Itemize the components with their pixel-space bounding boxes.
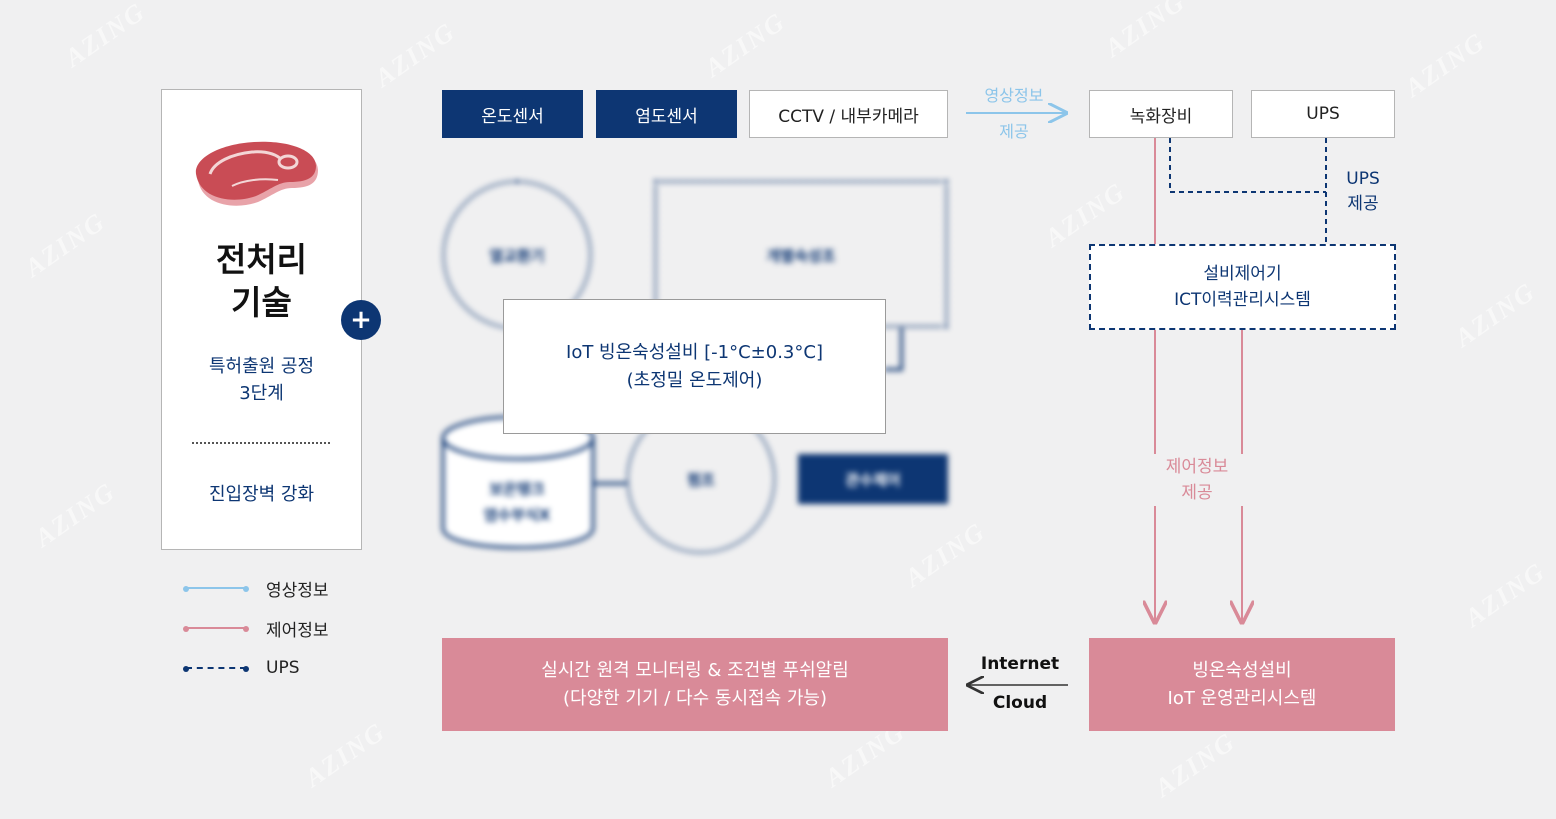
brine-tank [441, 415, 595, 549]
cctv-box: CCTV / 내부카메라 [749, 90, 948, 138]
legend-control: 제어정보 [183, 616, 329, 641]
legend-video: 영상정보 [183, 576, 329, 601]
recorder-box: 녹화장비 [1089, 90, 1233, 138]
patent-line: 특허출원 공정 [208, 356, 315, 377]
monitor-line: 실시간 원격 모니터링 & 조건별 푸쉬알림 [541, 659, 849, 681]
monitoring-box: 실시간 원격 모니터링 & 조건별 푸쉬알림 (다양한 기기 / 다수 동시접속… [442, 638, 948, 731]
monitor-line: (다양한 기기 / 다수 동시접속 가능) [563, 687, 827, 709]
iot-system-line: IoT 운영관리시스템 [1167, 687, 1317, 709]
video-label: 제공 [999, 122, 1029, 141]
watering-control: 관수제어 [798, 454, 948, 504]
ups-box: UPS [1251, 90, 1395, 138]
controller-box: 설비제어기 ICT이력관리시스템 [1089, 244, 1396, 330]
cloud-label: Cloud [992, 693, 1048, 713]
legend-line [183, 666, 249, 672]
pipe [900, 328, 903, 370]
control-label-line: 제어정보 [1165, 457, 1229, 477]
title-line: 기술 [231, 283, 292, 322]
patent-text: 특허출원 공정 3단계 [162, 352, 361, 408]
tank-label-line: 보온탱크 [489, 480, 545, 498]
ups-label-line: UPS [1346, 169, 1380, 189]
iot-line: IoT 빙온숙성설비 [-1°C±0.3°C] [566, 341, 823, 363]
legend-line [183, 626, 249, 632]
temp-sensor-box: 온도센서 [442, 90, 583, 138]
iot-system-box: 빙온숙성설비 IoT 운영관리시스템 [1089, 638, 1395, 731]
iot-aging-box: IoT 빙온숙성설비 [-1°C±0.3°C] (초정밀 온도제어) [503, 299, 886, 434]
control-label-line: 제공 [1181, 483, 1213, 503]
video-label: 영상정보 [984, 86, 1044, 105]
pretreatment-card: 전처리 기술 특허출원 공정 3단계 진입장벽 강화 [161, 89, 362, 550]
control-label: 제어정보 제공 [1150, 454, 1244, 506]
meat-icon [195, 141, 318, 206]
ups-label: UPS 제공 [1334, 166, 1392, 218]
iot-system-line: 빙온숙성설비 [1192, 659, 1292, 681]
legend-label: 제어정보 [266, 620, 329, 641]
internet-label: Internet [980, 654, 1060, 674]
title-line: 전처리 [215, 240, 308, 279]
plus-icon: + [341, 300, 381, 340]
ups-dashed-line [1169, 138, 1326, 193]
legend-line [183, 586, 249, 592]
pipe [884, 368, 903, 371]
legend-label: UPS [266, 658, 300, 678]
pipe [594, 482, 628, 485]
barrier-text: 진입장벽 강화 [208, 484, 315, 505]
legend-label: 영상정보 [266, 580, 329, 601]
brine-tank-label: 보온탱크 염수부식X [442, 474, 592, 530]
divider [192, 442, 330, 444]
iot-line: (초정밀 온도제어) [626, 369, 763, 391]
controller-line: 설비제어기 [1203, 264, 1282, 284]
salt-sensor-box: 염도센서 [596, 90, 737, 138]
tank-label-line: 염수부식X [483, 506, 551, 524]
controller-line: ICT이력관리시스템 [1174, 290, 1311, 310]
legend-ups: UPS [183, 656, 300, 680]
card-title: 전처리 기술 [162, 236, 361, 326]
patent-line: 3단계 [239, 383, 284, 404]
ups-label-line: 제공 [1347, 194, 1379, 214]
